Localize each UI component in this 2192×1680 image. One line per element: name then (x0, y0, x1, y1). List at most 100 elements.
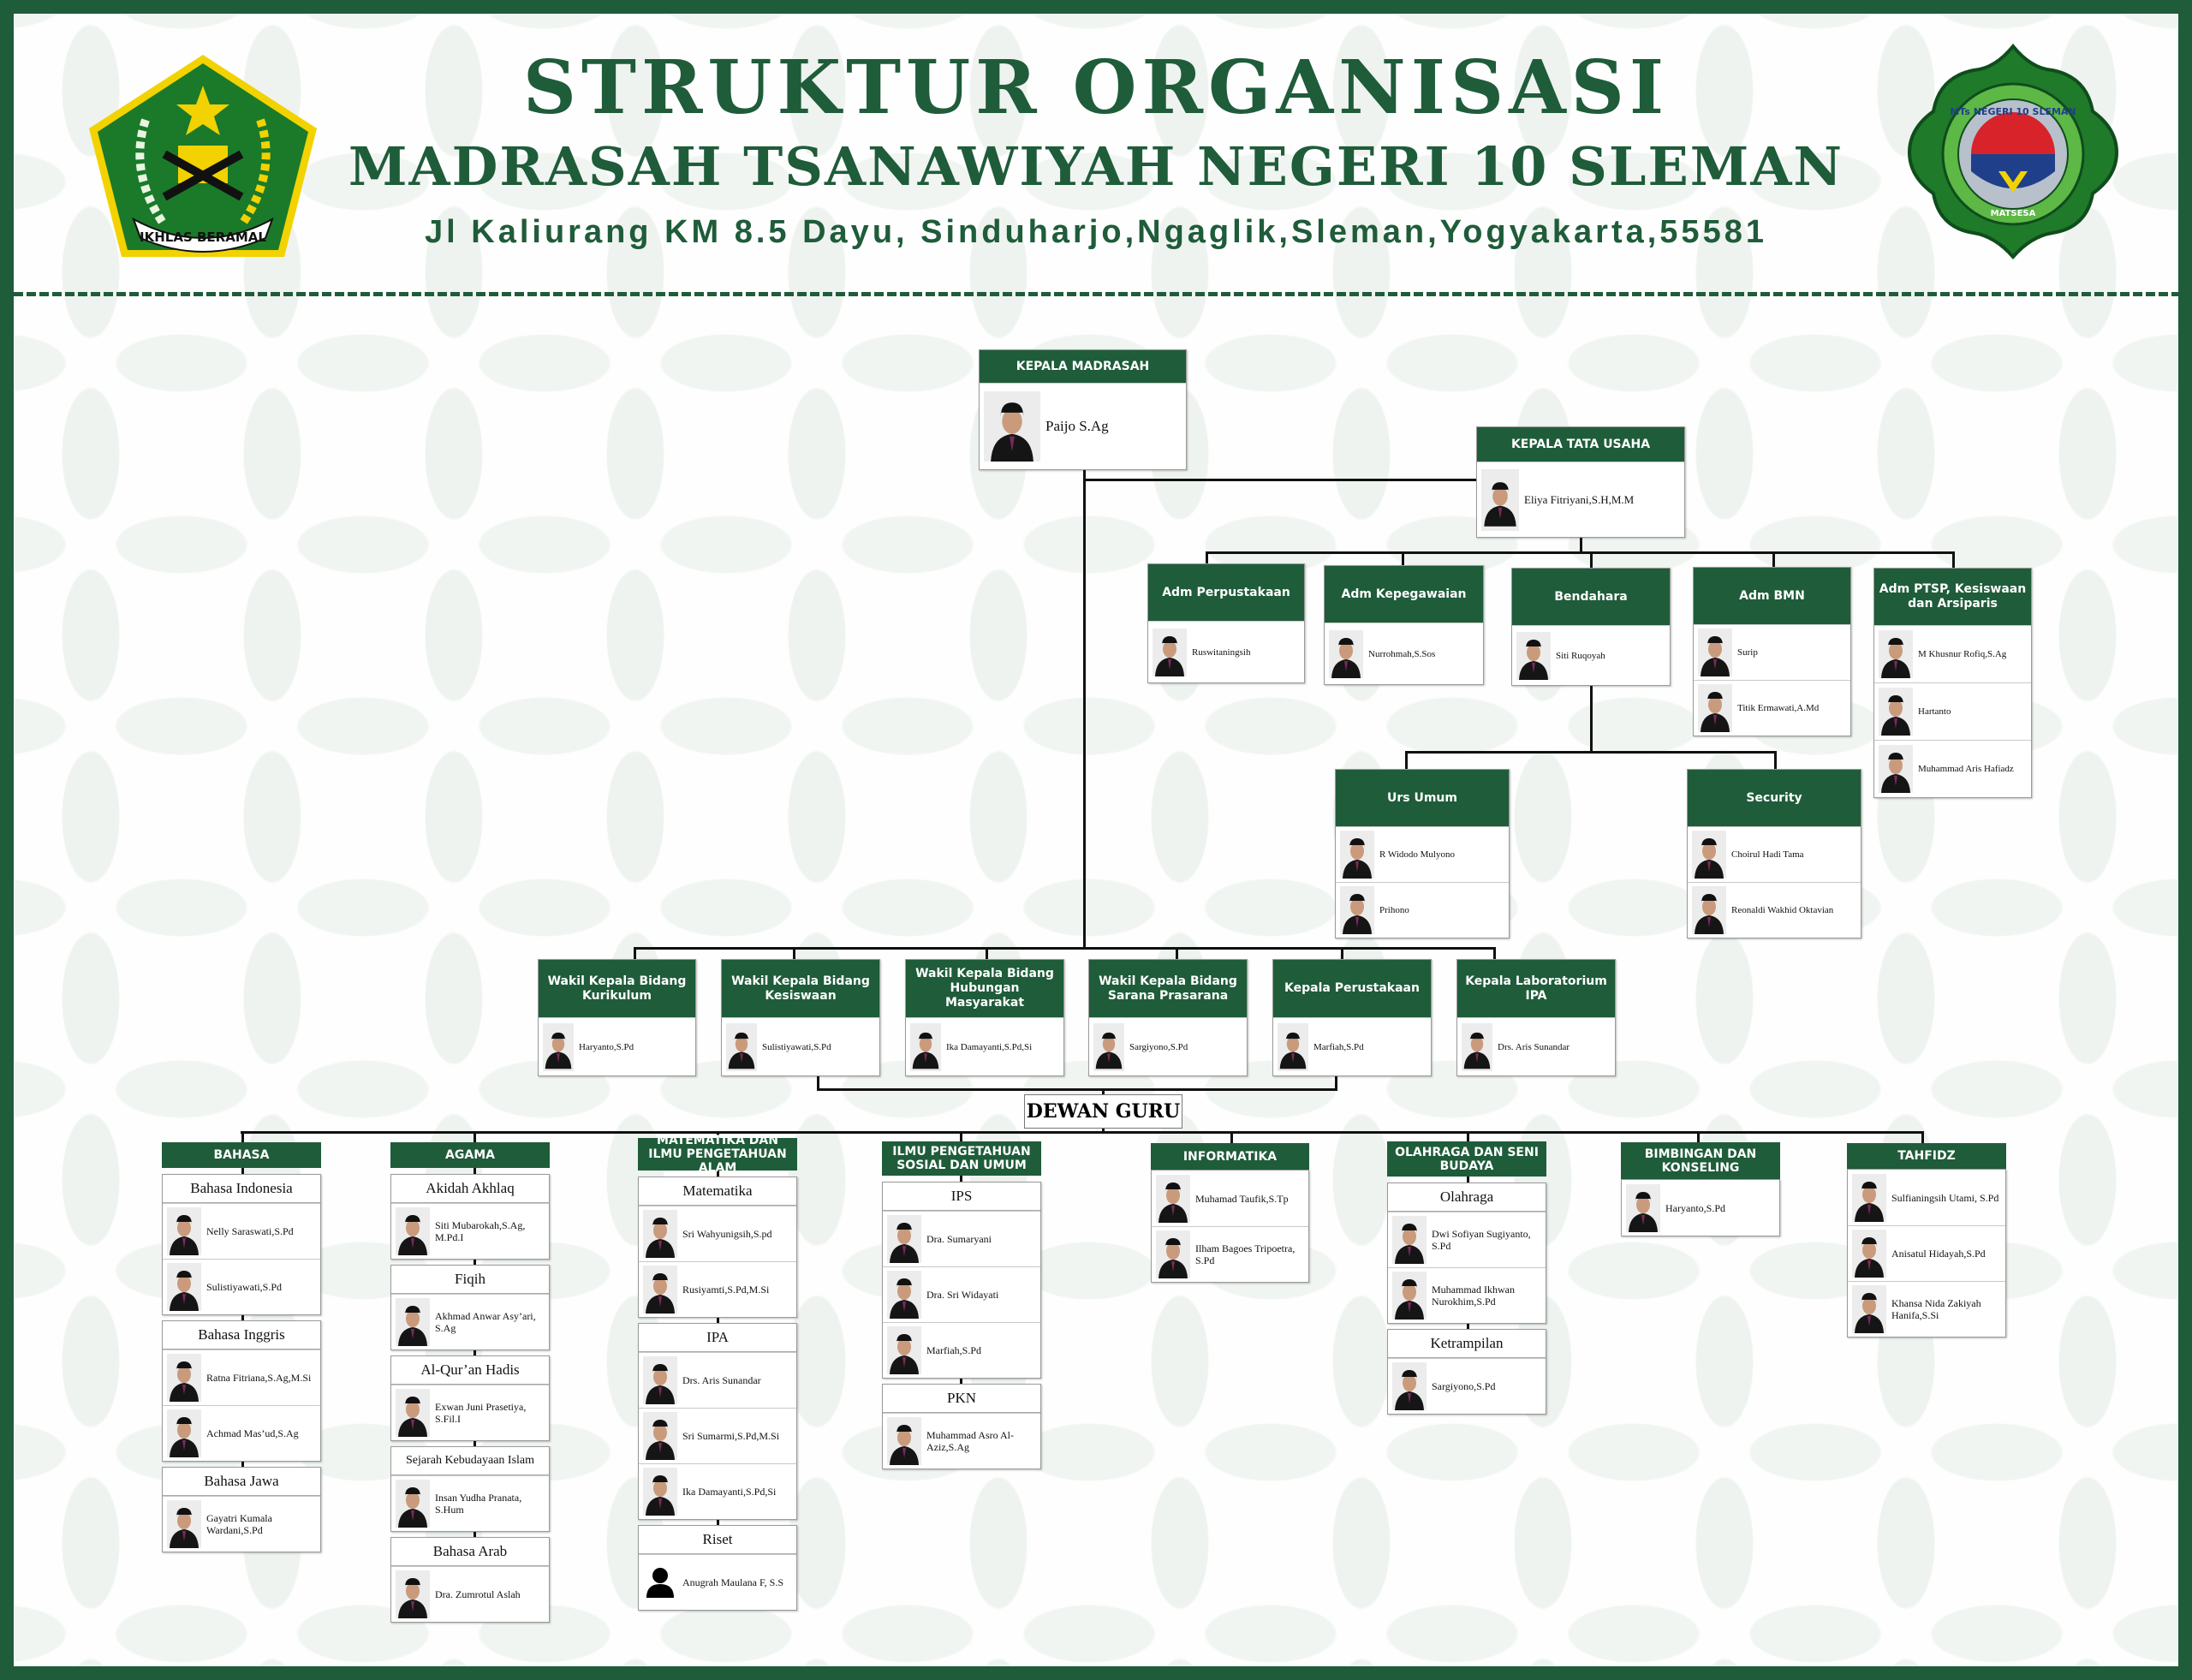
connector-line (1493, 947, 1496, 960)
person-row: Ilham Bagoes Tripoetra, S.Pd (1152, 1226, 1308, 1282)
person-name: Haryanto,S.Pd (579, 1041, 634, 1052)
person-name: Surip (1737, 647, 1758, 658)
person-name: Marfiah,S.Pd (926, 1344, 981, 1356)
person-name: Khansa Nida Zakiyah Hanifa,S.Si (1891, 1297, 1981, 1321)
person-name: Anugrah Maulana F, S.S (682, 1576, 784, 1588)
person-photo (887, 1271, 921, 1319)
person-photo (396, 1480, 430, 1528)
person-row: Drs. Aris Sunandar (639, 1352, 796, 1408)
box-title: Kepala Laboratorium IPA (1457, 960, 1615, 1017)
person-name: Exwan Juni Prasetiya, S.Fil.I (435, 1401, 527, 1425)
box-title: Wakil Kepala Bidang Kesiswaan (722, 960, 879, 1017)
person-row: Siti Ruqoyah (1512, 625, 1670, 685)
person-photo (1879, 688, 1913, 736)
person-name: Muhammad Aris Hafiadz (1918, 764, 2014, 774)
connector-line (241, 1131, 1923, 1134)
person-row: Khansa Nida Zakiyah Hanifa,S.Si (1848, 1281, 2005, 1337)
box-title: Adm PTSP, Kesiswaan dan Arsiparis (1874, 569, 2031, 625)
subject-title: Bahasa Inggris (163, 1321, 320, 1349)
person-row: Eliya Fitriyani,S.H,M.M (1477, 462, 1684, 537)
person-name: Siti Mubarokah,S.Ag, M.Pd.I (435, 1219, 526, 1243)
subject-title: Olahraga (1388, 1183, 1546, 1212)
connector-line (1230, 1131, 1233, 1143)
connector-line (1102, 1128, 1105, 1133)
person-name: Haryanto,S.Pd (1665, 1201, 1725, 1214)
school-logo: MTs NEGERI 10 SLEMAN MATSESA (1903, 43, 2124, 265)
person-photo (167, 1354, 201, 1402)
person-row: Choirul Hadi Tama (1688, 826, 1861, 882)
person-photo (726, 1022, 757, 1071)
person-row: Gayatri Kumala Wardani,S.Pd (163, 1496, 320, 1552)
subject-title: Matematika (639, 1177, 796, 1206)
person-row: Ruswitaningsih (1148, 621, 1304, 682)
subject-title: PKN (883, 1385, 1040, 1413)
person-name: Nelly Saraswati,S.Pd (206, 1225, 294, 1237)
kepala-tata-usaha-box: KEPALA TATA USAHA Eliya Fitriyani,S.H,M.M (1476, 426, 1685, 538)
person-row: Sulistiyawati,S.Pd (163, 1259, 320, 1314)
person-name: Gayatri Kumala Wardani,S.Pd (206, 1512, 272, 1536)
person-row: Ika Damayanti,S.Pd,Si (639, 1463, 796, 1519)
person-row: Akhmad Anwar Asy’ari, S.Ag (391, 1294, 549, 1349)
person-name: Paijo S.Ag (1045, 418, 1109, 434)
connector-line (1952, 551, 1955, 569)
connector-line (1335, 1074, 1337, 1090)
connector-line (717, 1131, 719, 1138)
box-title: KEPALA MADRASAH (980, 350, 1186, 383)
box-title: KEPALA TATA USAHA (1477, 427, 1684, 462)
person-row: Haryanto,S.Pd (1622, 1180, 1779, 1236)
person-photo (396, 1570, 430, 1618)
person-name: Eliya Fitriyani,S.H,M.M (1524, 492, 1635, 506)
person-row: M Khusnur Rofiq,S.Ag (1874, 625, 2031, 682)
person-row: Ratna Fitriana,S.Ag,M.Si (163, 1349, 320, 1405)
person-row: Dwi Sofiyan Sugiyanto, S.Pd (1388, 1212, 1546, 1267)
box-title: Wakil Kepala Bidang Kurikulum (539, 960, 695, 1017)
person-name: Nurrohmah,S.Sos (1368, 648, 1436, 659)
person-row: R Widodo Mulyono (1336, 826, 1509, 882)
school-address: Jl Kaliurang KM 8.5 Dayu, Sinduharjo,Nga… (425, 214, 1767, 250)
subject-title: Bahasa Arab (391, 1538, 549, 1566)
person-name: Drs. Aris Sunandar (682, 1374, 761, 1386)
person-photo (1156, 1174, 1190, 1223)
connector-line (1206, 551, 1955, 554)
connector-line (1083, 479, 1477, 481)
connector-line (817, 1074, 819, 1090)
person-row: Marfiah,S.Pd (883, 1322, 1040, 1378)
person-row: Marfiah,S.Pd (1273, 1017, 1431, 1075)
person-row: Titik Ermawati,A.Md (1694, 680, 1850, 736)
person-name: Muhamad Taufik,S.Tp (1195, 1192, 1289, 1205)
person-name: Sargiyono,S.Pd (1129, 1041, 1188, 1052)
connector-line (1590, 682, 1593, 753)
box-title: Wakil Kepala Bidang Sarana Prasarana (1089, 960, 1247, 1017)
subject-column-header: INFORMATIKA (1151, 1143, 1309, 1170)
person-photo (1852, 1230, 1886, 1278)
person-name: Reonaldi Wakhid Oktavian (1731, 905, 1834, 915)
connector-line (1697, 1131, 1700, 1142)
person-name: Titik Ermawati,A.Md (1737, 703, 1820, 713)
person-photo (1692, 831, 1726, 879)
person-name: Dwi Sofiyan Sugiyanto, S.Pd (1432, 1228, 1531, 1252)
person-photo (1278, 1022, 1308, 1071)
connector-line (1467, 1131, 1469, 1141)
person-row: Nelly Saraswati,S.Pd (163, 1203, 320, 1259)
logo-right-text: MTs NEGERI 10 SLEMAN (1950, 106, 2076, 117)
person-photo (167, 1409, 201, 1457)
connector-line (1590, 551, 1593, 569)
subject-column-header: OLAHRAGA DAN SENI BUDAYA (1387, 1141, 1546, 1177)
connector-line (474, 1131, 476, 1142)
